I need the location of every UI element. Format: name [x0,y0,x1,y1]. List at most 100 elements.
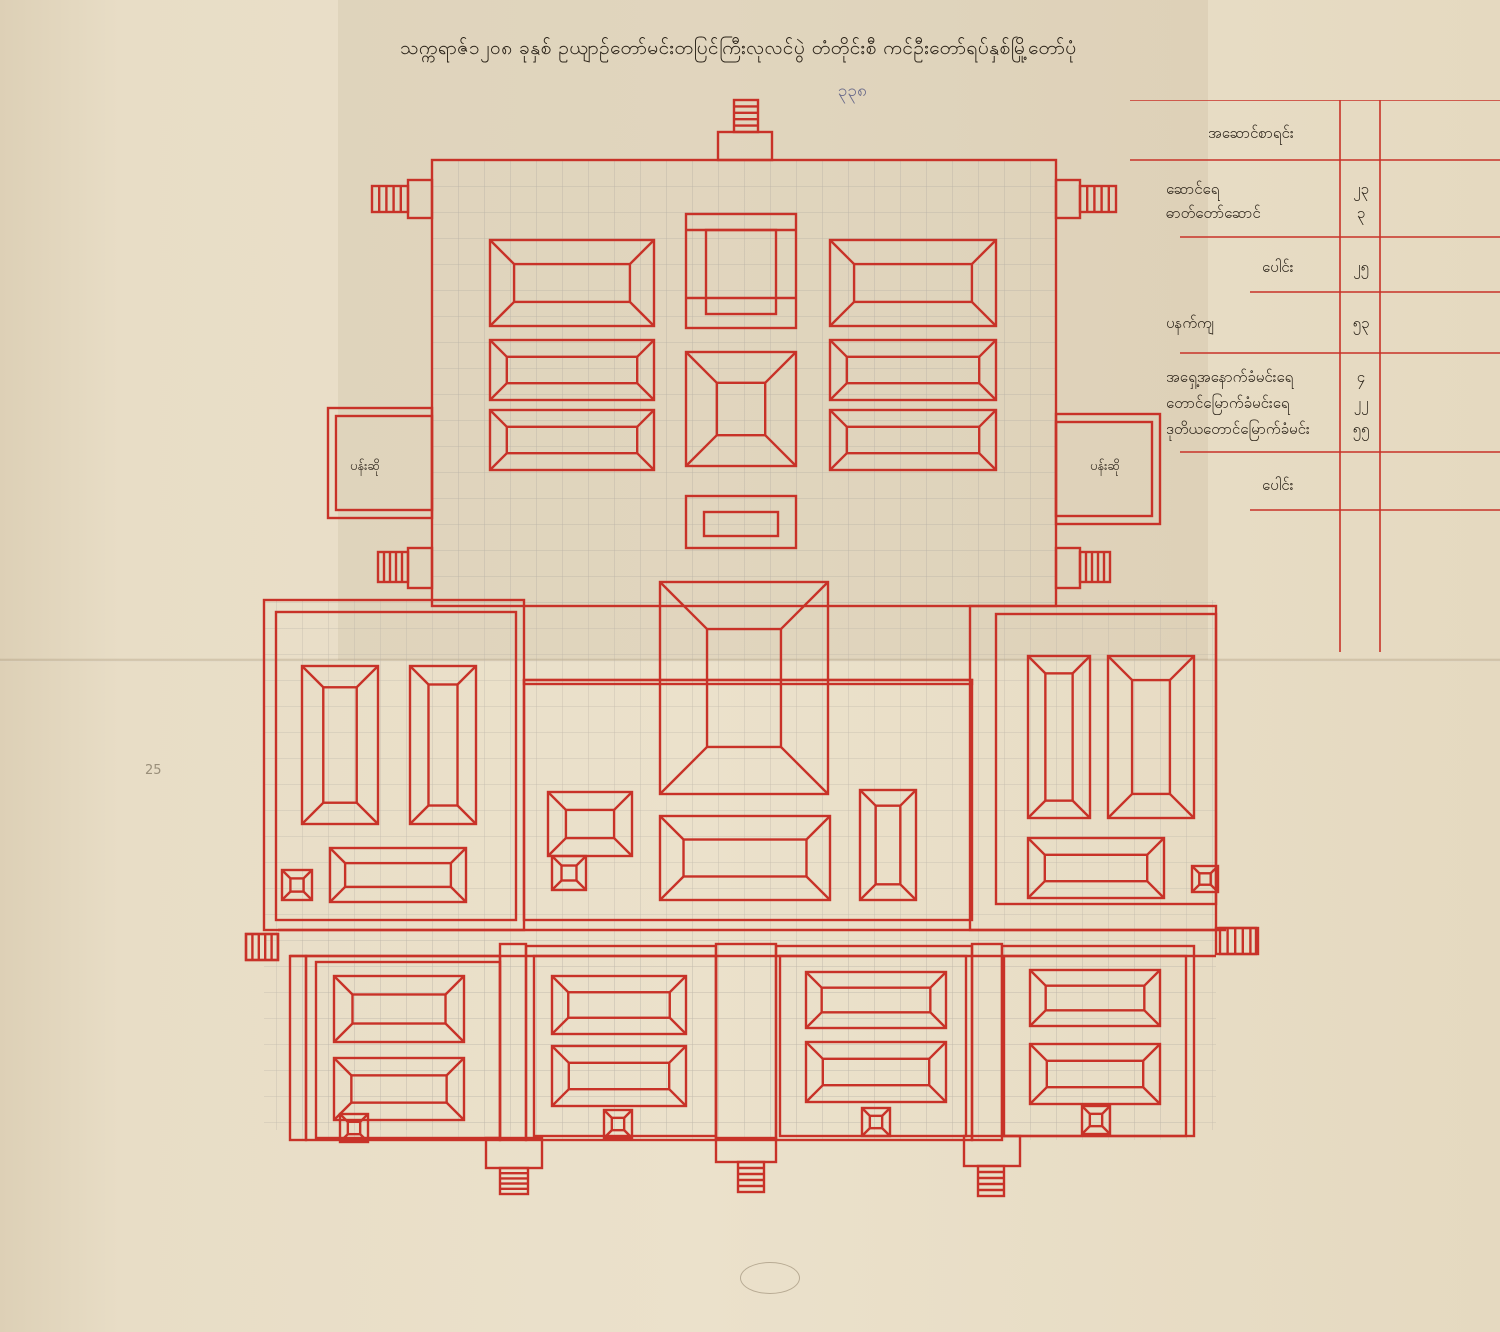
roof-hip [829,301,855,327]
roof-hip [1029,1086,1048,1105]
roof-hip [1101,1125,1111,1135]
roof-ridge [682,838,808,878]
roof-ridge [820,986,932,1014]
roof-hip [668,1016,687,1035]
roof-hip [805,815,831,841]
roof-hip [551,1045,570,1064]
roof-hip [1191,883,1201,893]
roof-ridge [1045,1059,1145,1089]
pavilion-roof [804,970,948,1030]
small-pavilion [602,1108,634,1140]
roof-hip [575,879,587,891]
roof-hip [668,1088,687,1107]
pavilion-roof [1028,1042,1162,1106]
roof-hip [805,971,823,989]
roof-hip [636,382,655,401]
roof-hip [302,890,313,901]
south-outer-wall-west [288,954,308,1142]
roof-ridge [505,425,639,455]
small-hall [684,494,798,550]
legend-subtotal-label: ပေါင်း [1262,258,1294,276]
folio-number: ၃၃၈ [838,81,867,101]
roof-ridge [610,1116,626,1132]
legend-row-value: ၂၂ [1353,394,1369,412]
roof-hip [1029,1009,1047,1027]
roof-hip [764,434,797,467]
east-gatehouse-lower [1054,546,1082,590]
roof-ridge [343,861,453,889]
roof-ridge [289,877,305,893]
south-pavilion-west [546,790,634,858]
roof-hip [456,804,477,825]
roof-hip [329,886,346,903]
roof-ridge [874,804,902,886]
south-court-4-inner [1002,954,1188,1138]
legend-row-value: ၂၃ [1353,180,1369,198]
small-pavilion [550,854,588,892]
roof-hip [1029,969,1047,987]
roof-ridge [564,808,616,840]
roof-hip [409,665,430,686]
roof-hip [928,1084,947,1103]
roof-hip [445,1057,465,1077]
roof-hip [281,890,292,901]
south-gate-center-house [714,1136,778,1164]
west-gatehouse-lower [406,546,434,590]
east-wing-pavilion-c [1026,836,1166,900]
west-stair-upper [370,184,410,214]
roof-hip [333,1057,353,1077]
south-stair-1 [498,1166,530,1196]
small-pavilion [860,1106,892,1138]
plan-linework [244,98,1260,1198]
roof-hip [1191,865,1201,875]
north-stair [732,98,760,134]
small-hall-inner [702,510,780,538]
legend-heading: အဆောင်စာရင်း [1208,124,1294,142]
roof-hip [489,339,508,358]
roof-hip [329,847,346,864]
roof-hip [978,382,997,401]
roof-hip [861,1107,871,1117]
roof-ridge [868,1114,884,1130]
roof-hip [489,382,508,401]
south-passage-3 [970,942,1004,1142]
roof-hip [668,975,687,994]
roof-hip [805,1041,824,1060]
roof-hip [929,1011,947,1029]
gate-label-west: ပန်းဆို [350,458,380,476]
roof-ridge [705,627,783,749]
west-annex-inner [334,414,434,512]
legend-row-label: ပနက်ကျ [1166,314,1215,332]
roof-hip [668,1045,687,1064]
pavilion-roof [488,338,656,402]
legend-row-label: အ‌ရှေ့အနောက်ခံမင်းရေ [1166,368,1294,386]
west-gatehouse-upper [406,178,434,220]
roof-hip [805,1084,824,1103]
roof-ridge [427,683,459,807]
roof-hip [1143,1009,1161,1027]
legend-row-label: ဒုတိယတောင်မြောက်ခံမင်း [1166,420,1310,438]
south-passage-2 [714,942,778,1142]
legend-row-value: ၅၅ [1352,420,1370,438]
roof-hip [1146,837,1165,856]
roof-hip [551,975,570,994]
throne-pavilion [684,350,798,468]
roof-hip [1071,799,1091,819]
roof-ridge [821,1057,931,1087]
legend-table [1130,100,1500,652]
roof-ridge [1044,984,1146,1012]
roof-hip [861,1127,871,1137]
east-stair-upper [1078,184,1118,214]
roof-hip [551,1088,570,1107]
roof-ridge [322,686,358,804]
roof-hip [1209,865,1219,875]
roof-ridge [505,355,639,385]
roof-hip [1101,1105,1111,1115]
roof-hip [333,1101,353,1121]
roof-hip [1169,655,1195,681]
roof-ridge [845,425,981,455]
roof-hip [971,239,997,265]
roof-hip [829,339,848,358]
pavilion-roof [1028,968,1162,1028]
west-wing-inner [274,610,518,922]
